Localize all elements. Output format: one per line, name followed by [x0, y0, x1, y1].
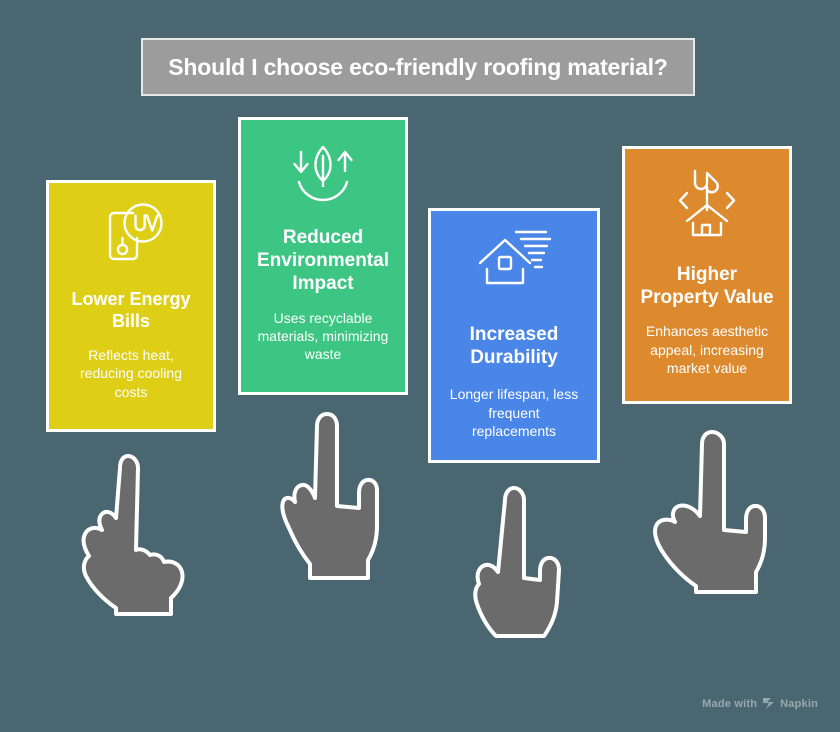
card-title: Lower Energy Bills: [71, 289, 191, 331]
card-increased-durability[interactable]: Increased Durability Longer lifespan, le…: [428, 208, 600, 463]
page-title-text: Should I choose eco-friendly roofing mat…: [168, 53, 668, 80]
napkin-logo-icon: [763, 698, 775, 709]
card-title: Increased Durability: [469, 324, 559, 369]
watermark-brand-text: Napkin: [780, 697, 818, 710]
card-higher-property-value[interactable]: Higher Property Value Enhances aesthetic…: [622, 146, 792, 404]
card-description: Reflects heat, reducing cooling costs: [80, 346, 182, 400]
uv-panel-icon: [59, 197, 203, 275]
card-description: Enhances aesthetic appeal, increasing ma…: [645, 323, 769, 377]
house-arrow-up-icon: [635, 163, 779, 241]
recycle-leaf-icon: [251, 134, 395, 212]
pointing-hand-3: [466, 478, 568, 645]
pointing-hand-4: [648, 420, 773, 600]
card-title: Higher Property Value: [640, 264, 774, 309]
napkin-watermark: Made with Napkin: [702, 697, 818, 710]
page-title: Should I choose eco-friendly roofing mat…: [141, 38, 695, 96]
card-title: Reduced Environmental Impact: [257, 227, 389, 295]
pointing-hand-2: [280, 398, 385, 588]
house-speed-lines-icon: [441, 225, 587, 295]
card-description: Uses recyclable materials, minimizing wa…: [257, 309, 389, 363]
card-reduced-environmental-impact[interactable]: Reduced Environmental Impact Uses recycl…: [238, 117, 408, 395]
card-lower-energy-bills[interactable]: Lower Energy Bills Reflects heat, reduci…: [46, 180, 216, 432]
card-description: Longer lifespan, less frequent replaceme…: [449, 386, 579, 440]
watermark-made-with-text: Made with: [702, 697, 758, 710]
pointing-hand-1: [68, 438, 188, 623]
